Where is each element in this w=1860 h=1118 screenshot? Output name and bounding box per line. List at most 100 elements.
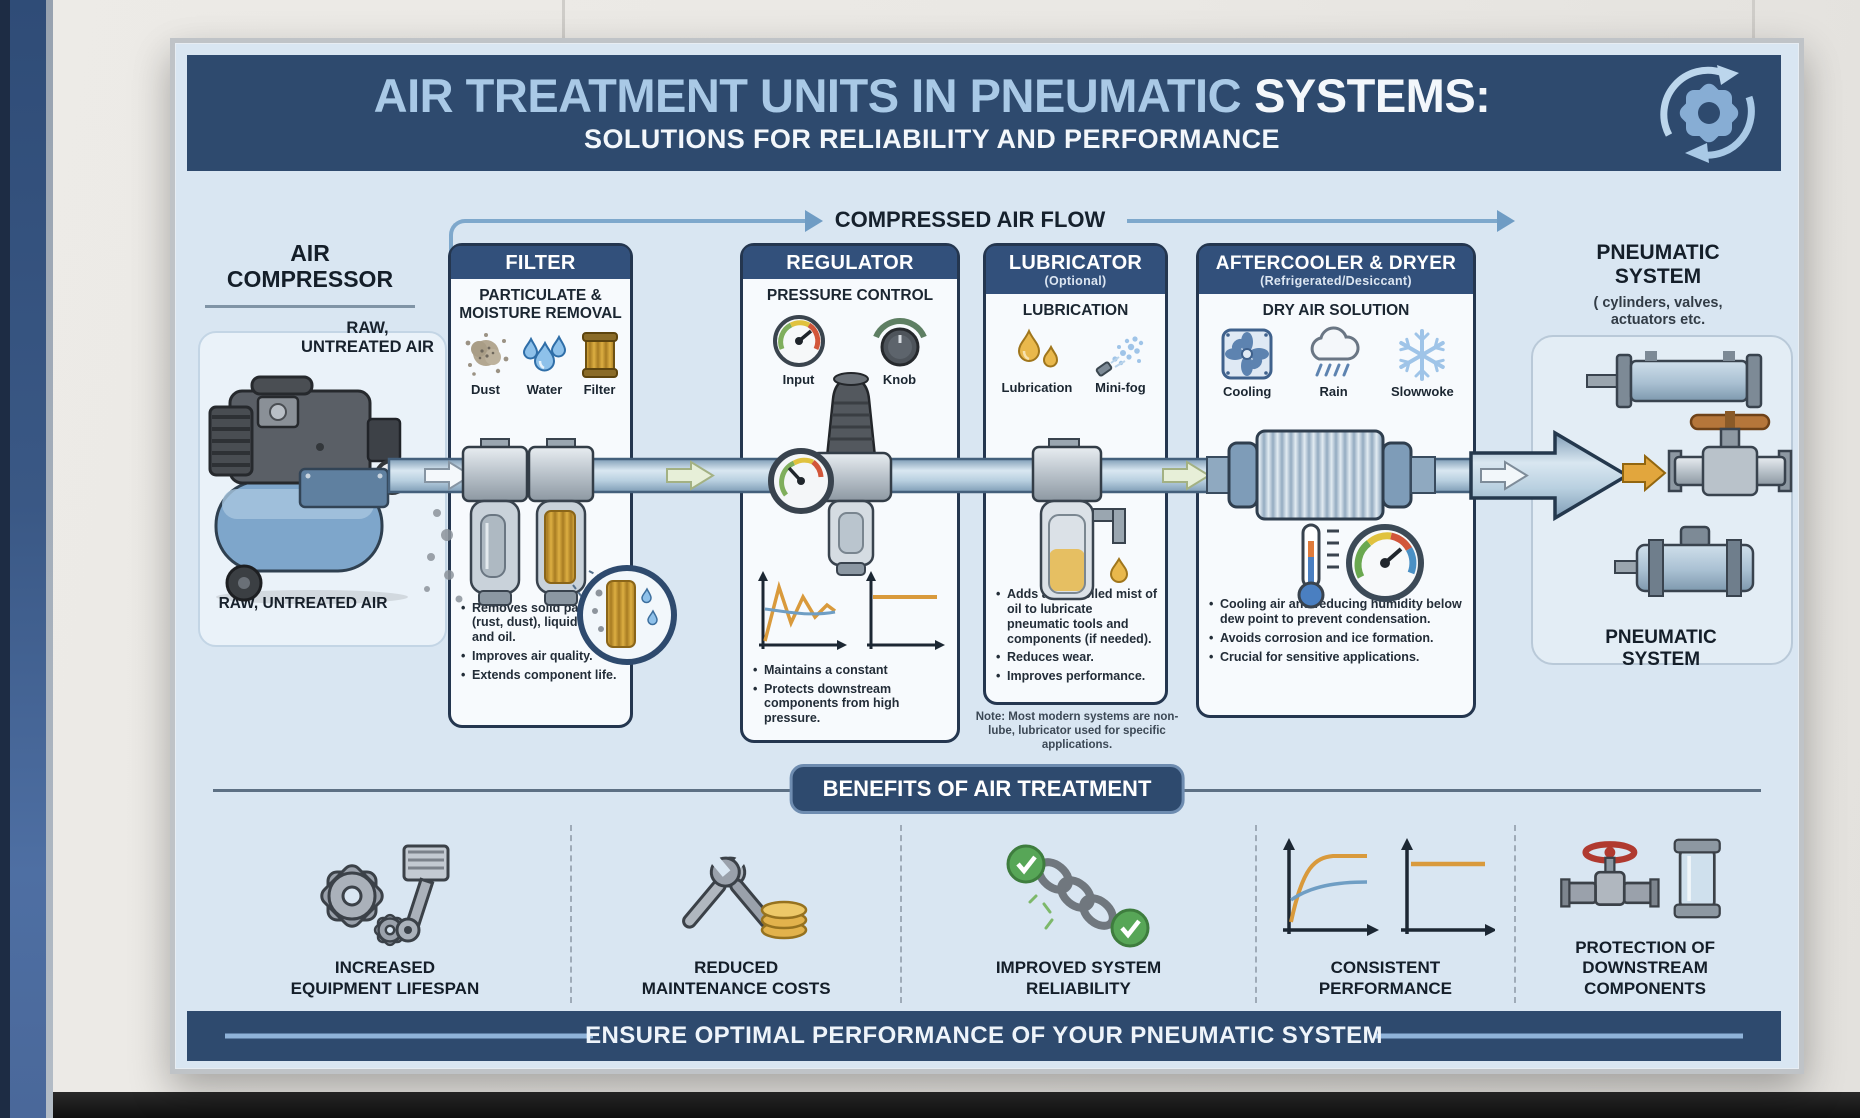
benefit-label: CONSISTENT PERFORMANCE	[1318, 958, 1452, 998]
benefit-protection: PROTECTION OF DOWNSTREAM COMPONENTS	[1514, 825, 1774, 1003]
benefits-row: INCREASED EQUIPMENT LIFESPAN	[200, 825, 1774, 1003]
page-subtitle: SOLUTIONS FOR RELIABILITY AND PERFORMANC…	[584, 124, 1280, 155]
benefit-label: REDUCED MAINTENANCE COSTS	[641, 958, 831, 998]
snowflake-label: Slowwoke	[1390, 384, 1454, 400]
footer-rule-left	[225, 1033, 593, 1039]
aftercooler-box-subtitle: DRY AIR SOLUTION	[1262, 301, 1410, 319]
pneumatic-system-subtitle: ( cylinders, valves, actuators etc.	[1593, 295, 1723, 328]
infographic-poster: AIR TREATMENT UNITS IN PNEUMATIC SYSTEMS…	[170, 38, 1804, 1074]
benefit-lifespan: INCREASED EQUIPMENT LIFESPAN	[200, 825, 570, 1003]
compressed-air-flow-label: COMPRESSED AIR FLOW	[834, 207, 1106, 232]
lubrication-label: Lubrication	[1001, 380, 1073, 396]
title-main: AIR TREATMENT UNITS IN PNEUMATIC	[373, 68, 1242, 122]
regulator-box-subtitle: PRESSURE CONTROL	[766, 287, 934, 304]
filter-cartridge-label: Filter	[583, 381, 616, 397]
poster-footer: ENSURE OPTIMAL PERFORMANCE OF YOUR PNEUM…	[187, 1011, 1781, 1061]
bullet-item: Removes solid particles (rust, dust), li…	[461, 601, 622, 645]
regulator-box: REGULATOR PRESSURE CONTROL Input	[740, 243, 960, 743]
dust-icon: Dust	[460, 329, 512, 397]
oil-drops-icon: Lubrication	[1001, 325, 1073, 396]
mini-fog-icon: Mini-fog	[1091, 325, 1149, 395]
regulator-box-header: REGULATOR	[743, 246, 957, 279]
wall-left-trim	[46, 0, 53, 1118]
benefit-maintenance: REDUCED MAINTENANCE COSTS	[569, 825, 901, 1003]
raw-untreated-air-label-bottom: RAW, UNTREATED AIR	[218, 595, 388, 612]
regulator-bullets: Maintains a constantProtects downstream …	[743, 663, 957, 726]
benefit-label: PROTECTION OF DOWNSTREAM COMPONENTS	[1575, 937, 1715, 998]
performance-graph-icon	[1283, 838, 1496, 937]
pneumatic-panel	[1531, 335, 1793, 665]
air-compressor-title: AIR COMPRESSOR	[226, 240, 394, 292]
flow-bracket-line	[449, 219, 811, 253]
benefit-label: IMPROVED SYSTEM RELIABILITY	[995, 958, 1162, 998]
pneumatic-system-bottom-label: PNEUMATIC SYSTEM	[1605, 627, 1717, 670]
flow-arrowhead-right	[1497, 210, 1515, 232]
valve-filter-icon	[1560, 838, 1721, 919]
filter-icon-row: Dust Water	[451, 325, 630, 397]
bullet-item: Improves air quality.	[461, 649, 622, 664]
knob-icon: Knob	[868, 311, 932, 387]
bullet-item: Adds a controlled mist of oil to lubrica…	[996, 587, 1157, 646]
footer-rule-right	[1375, 1033, 1743, 1039]
cooling-label: Cooling	[1222, 384, 1272, 400]
benefit-performance: CONSISTENT PERFORMANCE	[1254, 825, 1515, 1003]
filter-box: FILTER PARTICULATE & MOISTURE REMOVAL Du…	[448, 243, 633, 728]
lubricator-icon-row: Lubrication Mini-fog	[986, 321, 1165, 395]
lubricator-box: LUBRICATOR (Optional) LUBRICATION Lubric…	[983, 243, 1168, 705]
lubricator-box-header: LUBRICATOR (Optional)	[986, 246, 1165, 294]
lubricator-title: LUBRICATOR	[1008, 252, 1143, 274]
benefit-label: INCREASED EQUIPMENT LIFESPAN	[290, 958, 480, 998]
pressure-fluctuation-chart	[758, 570, 847, 650]
gears-piston-icon	[320, 844, 450, 947]
bullet-item: Maintains a constant	[753, 663, 949, 678]
constant-pressure-chart	[866, 570, 945, 650]
footer-text: ENSURE OPTIMAL PERFORMANCE OF YOUR PNEUM…	[585, 1022, 1383, 1049]
air-compressor-divider	[205, 305, 415, 308]
filter-cartridge-icon: Filter	[578, 329, 622, 397]
lubricator-bullets: Adds a controlled mist of oil to lubrica…	[986, 587, 1165, 684]
pneumatic-system-title: PNEUMATIC SYSTEM	[1596, 241, 1720, 288]
raw-untreated-air-label-top: RAW, UNTREATED AIR	[301, 319, 434, 356]
wall-seam	[1752, 0, 1755, 38]
chain-check-icon	[1006, 844, 1150, 948]
aftercooler-bullets: Cooling air and reducing humidity below …	[1199, 597, 1473, 664]
input-gauge-icon: Input	[769, 311, 829, 387]
flow-arrowhead-left	[805, 210, 823, 232]
bullet-item: Extends component life.	[461, 668, 622, 683]
rain-cloud-icon: Rain	[1303, 325, 1365, 399]
lubricator-box-subtitle: LUBRICATION	[1022, 301, 1129, 319]
bullet-item: Improves performance.	[996, 669, 1157, 684]
water-icon: Water	[517, 329, 573, 397]
title-accent: SYSTEMS:	[1254, 68, 1491, 122]
mini-fog-label: Mini-fog	[1095, 380, 1146, 396]
aftercooler-icon-row: Cooling Rain	[1199, 321, 1473, 399]
filter-box-header: FILTER	[451, 246, 630, 279]
bullet-item: Reduces wear.	[996, 650, 1157, 665]
bullet-item: Cooling air and reducing humidity below …	[1209, 597, 1465, 627]
aftercooler-box-header: AFTERCOOLER & DRYER (Refrigerated/Desicc…	[1199, 246, 1473, 294]
lubricator-optional-note: (Optional)	[1044, 274, 1107, 288]
air-compressor-illustration	[208, 375, 433, 604]
aftercooler-title: AFTERCOOLER & DRYER	[1215, 253, 1457, 274]
aftercooler-subnote: (Refrigerated/Desiccant)	[1260, 274, 1412, 288]
rain-label: Rain	[1319, 384, 1348, 400]
dust-label: Dust	[471, 381, 500, 397]
cooling-fan-icon: Cooling	[1218, 325, 1276, 399]
bullet-item: Crucial for sensitive applications.	[1209, 650, 1465, 665]
poster-header: AIR TREATMENT UNITS IN PNEUMATIC SYSTEMS…	[187, 55, 1781, 171]
poster-titles: AIR TREATMENT UNITS IN PNEUMATIC SYSTEMS…	[221, 68, 1643, 155]
wall-left-blue-strip	[10, 0, 46, 1118]
page-title: AIR TREATMENT UNITS IN PNEUMATIC SYSTEMS…	[221, 68, 1643, 122]
filter-box-subtitle: PARTICULATE & MOISTURE REMOVAL	[459, 287, 622, 322]
aftercooler-box: AFTERCOOLER & DRYER (Refrigerated/Desicc…	[1196, 243, 1476, 718]
water-label: Water	[526, 381, 563, 397]
wall-left-dark-edge	[0, 0, 10, 1118]
regulator-icon-row: Input Knob	[743, 307, 957, 387]
bullet-item: Avoids corrosion and ice formation.	[1209, 631, 1465, 646]
gear-arrows-icon	[1660, 65, 1755, 163]
knob-label: Knob	[882, 371, 917, 387]
wall-seam	[562, 0, 565, 40]
bullet-item: Protects downstream components from high…	[753, 682, 949, 726]
benefits-banner: BENEFITS OF AIR TREATMENT	[789, 764, 1185, 814]
